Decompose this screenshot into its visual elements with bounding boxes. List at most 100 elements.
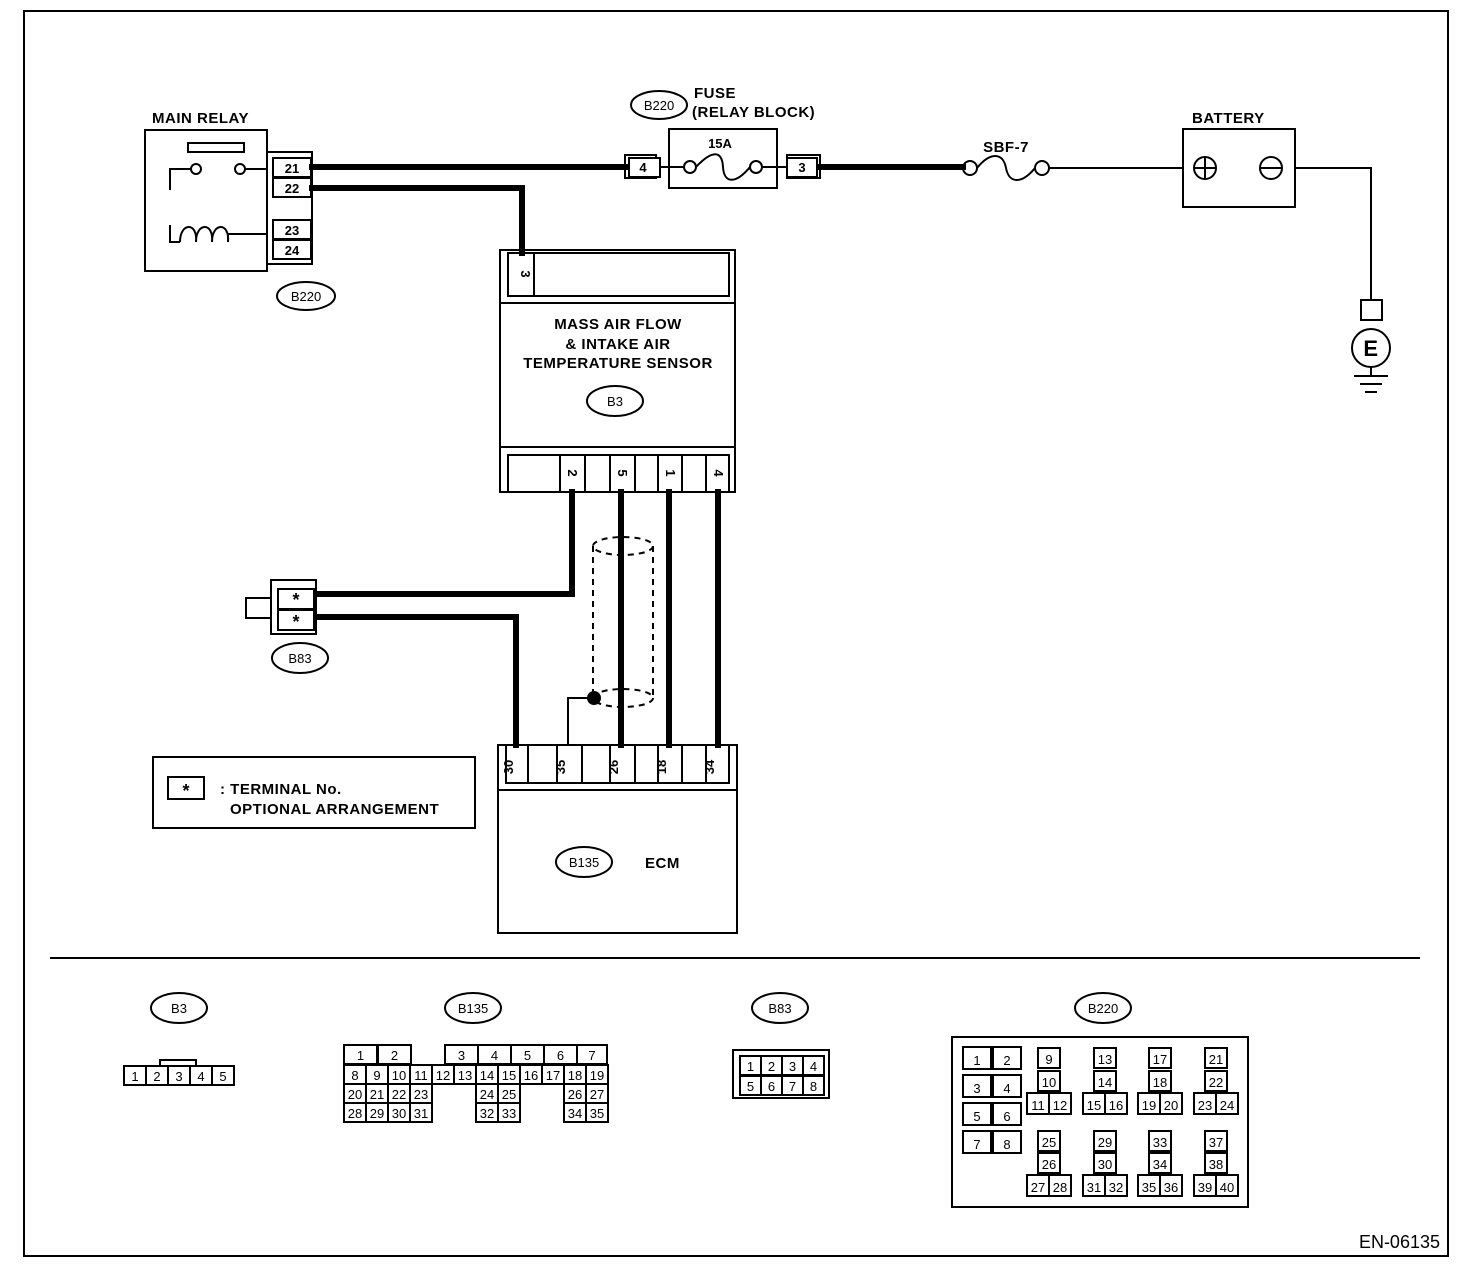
maf-sensor: 3 MASS AIR FLOW & INTAKE AIR TEMPERATURE… <box>499 249 736 493</box>
b220-pin-12: 12 <box>1053 1098 1067 1113</box>
fuse-connector-id: B220 <box>644 98 674 113</box>
b135-pin-13: 13 <box>458 1068 472 1083</box>
b83-view-pin-5: 5 <box>747 1079 754 1094</box>
b220-pin-5: 5 <box>973 1109 980 1124</box>
b83-view-pin-1: 1 <box>747 1059 754 1074</box>
b3-pin-5: 5 <box>219 1069 226 1084</box>
b135-pin-14: 14 <box>480 1068 494 1083</box>
b83-view-pin-3: 3 <box>789 1059 796 1074</box>
b135-view-label: B135 <box>458 1001 488 1016</box>
b135-pin-29: 29 <box>370 1106 384 1121</box>
b220-pin-37: 37 <box>1209 1135 1223 1150</box>
b83-connector-id: B83 <box>288 651 311 666</box>
b220-pin-25: 25 <box>1042 1135 1056 1150</box>
maf-title-2: & INTAKE AIR <box>565 336 670 353</box>
b3-pin-4: 4 <box>197 1069 204 1084</box>
b135-pin-5: 5 <box>524 1048 531 1063</box>
b135-pin-17: 17 <box>546 1068 560 1083</box>
b220-pin-34: 34 <box>1153 1157 1167 1172</box>
b135-pin-4: 4 <box>491 1048 498 1063</box>
b83-pin-a: * <box>292 590 299 610</box>
b220-pin-11: 11 <box>1031 1098 1045 1113</box>
fuse-title: FUSE <box>694 85 736 102</box>
b135-pin-9: 9 <box>373 1068 380 1083</box>
b135-pin-27: 27 <box>590 1087 604 1102</box>
b135-pin-24: 24 <box>480 1087 494 1102</box>
b135-pin-25: 25 <box>502 1087 516 1102</box>
b135-pin-8: 8 <box>351 1068 358 1083</box>
legend: * : TERMINAL No. OPTIONAL ARRANGEMENT <box>152 756 476 829</box>
b220-pin-29-cell <box>1093 1130 1117 1152</box>
b220-pin-31: 31 <box>1087 1180 1101 1195</box>
b220-pin-27: 27 <box>1031 1180 1045 1195</box>
b220-pin-15: 15 <box>1087 1098 1101 1113</box>
b135-pin-35: 35 <box>590 1106 604 1121</box>
fuse: B220 FUSE (RELAY BLOCK) 15A 4 3 <box>624 85 821 189</box>
b220-pin-2-cell <box>992 1046 1022 1070</box>
b135-pin-11: 11 <box>414 1068 428 1083</box>
maf-pin-3: 3 <box>518 270 533 277</box>
b220-pin-2: 2 <box>1003 1053 1010 1068</box>
ecm-pin-35: 35 <box>553 760 568 774</box>
b220-pin-23: 23 <box>1198 1098 1212 1113</box>
fuse-rating: 15A <box>708 136 732 151</box>
b135-pin-28: 28 <box>348 1106 362 1121</box>
main-relay-title: MAIN RELAY <box>152 110 249 127</box>
b220-pin-38-cell <box>1204 1152 1228 1174</box>
b220-pin-19: 19 <box>1142 1098 1156 1113</box>
b220-pin-22: 22 <box>1209 1075 1223 1090</box>
ground: E <box>1295 167 1391 393</box>
b220-pin-33-cell <box>1148 1130 1172 1152</box>
b135-pin-19: 19 <box>590 1068 604 1083</box>
main-relay-connector-id: B220 <box>291 289 321 304</box>
b220-pin-32: 32 <box>1109 1180 1123 1195</box>
b220-pin-29: 29 <box>1098 1135 1112 1150</box>
main-relay-pin-22: 22 <box>285 181 299 196</box>
b220-pin-32-cell <box>1104 1174 1128 1197</box>
b135-pin-31: 31 <box>414 1106 428 1121</box>
b135-pin-10: 10 <box>392 1068 406 1083</box>
wires <box>309 164 1183 748</box>
b220-pin-6: 6 <box>1003 1109 1010 1124</box>
b220-pin-17-cell <box>1148 1047 1172 1069</box>
maf-connector-id: B3 <box>607 394 623 409</box>
maf-pin-4: 4 <box>711 469 726 477</box>
ecm-title: ECM <box>645 855 680 872</box>
main-relay-pin-21: 21 <box>285 161 299 176</box>
ecm-pin-18: 18 <box>654 760 669 774</box>
b135-pin-7: 7 <box>588 1048 595 1063</box>
b220-pin-22-cell <box>1204 1070 1228 1092</box>
battery: BATTERY <box>1182 110 1296 208</box>
b220-pin-40-cell <box>1215 1174 1239 1197</box>
b220-pin-36-cell <box>1159 1174 1183 1197</box>
ecm: 30 35 26 18 34 B135 ECM <box>497 744 738 934</box>
b83-view-label-oval <box>751 992 809 1024</box>
b83-view-pin-4: 4 <box>810 1059 817 1074</box>
b220-pin-35: 35 <box>1142 1180 1156 1195</box>
b220-pin-24: 24 <box>1220 1098 1234 1113</box>
b220-pin-18-cell <box>1148 1070 1172 1092</box>
b135-pin-20: 20 <box>348 1087 362 1102</box>
b83-connector: * * B83 <box>245 579 329 674</box>
b220-pin-1-cell <box>962 1046 992 1070</box>
b135-pin-12: 12 <box>436 1068 450 1083</box>
fuse-pin-4: 4 <box>639 160 647 175</box>
b83-view-pin-7: 7 <box>789 1079 796 1094</box>
b135-pin-30: 30 <box>392 1106 406 1121</box>
legend-line-1: : TERMINAL No. <box>220 781 342 798</box>
b220-pin-4: 4 <box>1003 1081 1010 1096</box>
main-relay-pin-24: 24 <box>285 243 300 258</box>
b220-pin-20: 20 <box>1164 1098 1178 1113</box>
b220-pin-25-cell <box>1037 1130 1061 1152</box>
b220-pin-13-cell <box>1093 1047 1117 1069</box>
b83-view-pin-6: 6 <box>768 1079 775 1094</box>
legend-symbol: * <box>182 781 189 801</box>
b3-pin-2: 2 <box>153 1069 160 1084</box>
battery-title: BATTERY <box>1192 110 1265 127</box>
b3-view-label-oval <box>150 992 208 1024</box>
b220-pin-10-cell <box>1037 1070 1061 1092</box>
